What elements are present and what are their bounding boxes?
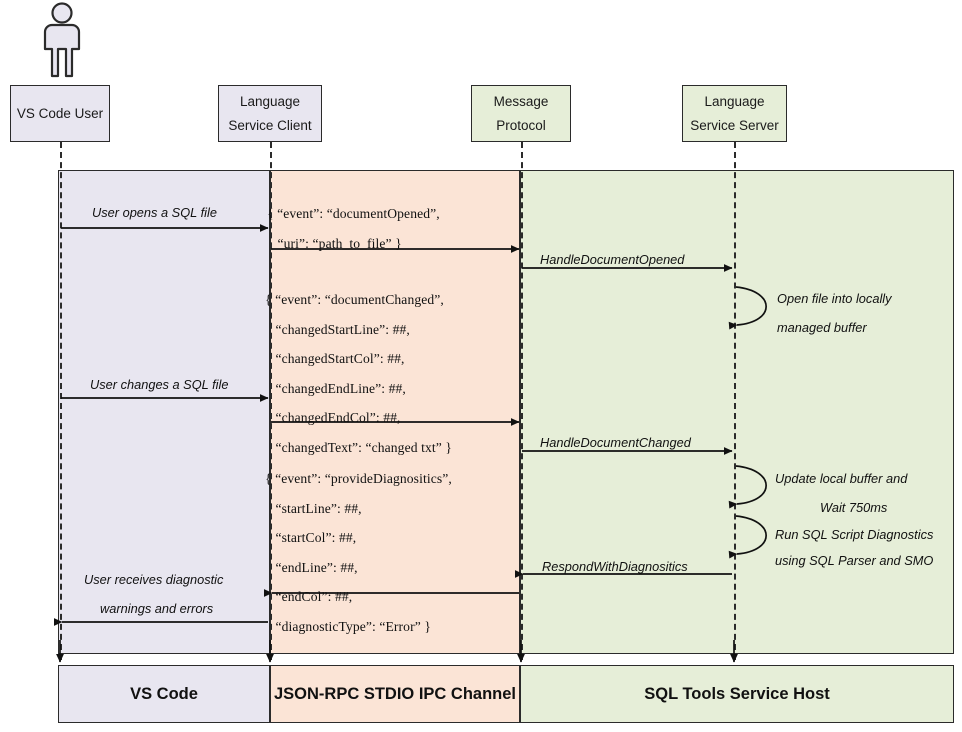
- label-user-changes: User changes a SQL file: [90, 377, 229, 392]
- label-user-opens: User opens a SQL file: [92, 205, 217, 220]
- participant-label-line2: Service Client: [228, 117, 312, 133]
- participant-label-line1: VS Code User: [16, 105, 104, 121]
- label-user-receives-line1: User receives diagnostic: [84, 572, 224, 587]
- participant-box-server[interactable]: Language Service Server: [682, 85, 787, 142]
- lane-band-vscode: [58, 170, 270, 654]
- person-icon: [32, 2, 92, 78]
- note-update-buffer-line2: Wait 750ms: [820, 500, 888, 515]
- payload-provide-diagnositics: { “event”: “provideDiagnositics”, “start…: [265, 471, 452, 634]
- footer-host: SQL Tools Service Host: [520, 665, 954, 723]
- footer-vscode: VS Code: [58, 665, 270, 723]
- label-handle-document-opened: HandleDocumentOpened: [540, 252, 685, 267]
- label-user-receives-line2: warnings and errors: [100, 601, 214, 616]
- participant-label-line1: Language: [239, 93, 301, 109]
- participant-label-line1: Language: [704, 93, 765, 109]
- participant-label-line2: Protocol: [496, 117, 546, 133]
- footer-ipc: JSON-RPC STDIO IPC Channel: [270, 665, 520, 723]
- participant-label-line1: Message: [493, 93, 549, 109]
- note-open-file-line1: Open file into locally: [777, 291, 892, 306]
- participant-box-client[interactable]: Language Service Client: [218, 85, 322, 142]
- lane-band-ipc: [270, 170, 520, 654]
- note-open-file-line2: managed buffer: [777, 320, 867, 335]
- note-run-diagnostics-line2: using SQL Parser and SMO: [775, 553, 934, 568]
- payload-document-changed: { “event”: “documentChanged”, “changedSt…: [265, 292, 453, 455]
- lane-band-host: [520, 170, 954, 654]
- lifeline-protocol: [521, 142, 523, 660]
- note-run-diagnostics-line1: Run SQL Script Diagnostics: [775, 527, 934, 542]
- lifeline-user: [60, 142, 62, 660]
- participant-box-user[interactable]: VS Code User: [10, 85, 110, 142]
- footer-ipc-label: JSON-RPC STDIO IPC Channel: [273, 684, 517, 703]
- participant-label-line2: Service Server: [690, 117, 779, 133]
- lifeline-server: [734, 142, 736, 660]
- label-handle-document-changed: HandleDocumentChanged: [540, 435, 691, 450]
- participant-box-protocol[interactable]: Message Protocol: [471, 85, 571, 142]
- lifeline-client: [270, 142, 272, 660]
- footer-vscode-label: VS Code: [130, 684, 198, 703]
- payload-document-opened: { “event”: “documentOpened”, “uri”: “pat…: [267, 206, 440, 251]
- footer-host-label: SQL Tools Service Host: [644, 684, 830, 703]
- note-update-buffer-line1: Update local buffer and: [775, 471, 908, 486]
- label-respond-with-diagnositics: RespondWithDiagnositics: [542, 559, 688, 574]
